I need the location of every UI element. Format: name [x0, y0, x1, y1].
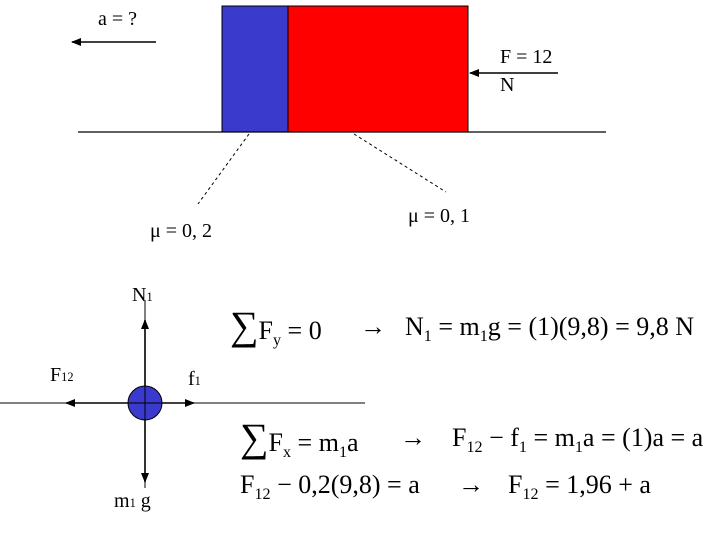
sum-symbol-2: ∑ — [240, 415, 269, 460]
red-block — [287, 5, 469, 133]
weight-force-label: m1 g — [114, 490, 151, 512]
equation-normal-force: N1 = m1g = (1)(9,8) = 9,8 N — [405, 312, 695, 346]
force-label-line1: F = 12 — [500, 46, 553, 68]
equation-arrow-1: → — [360, 312, 386, 341]
blue-friction-leader — [197, 133, 250, 205]
contact-force-label: F12 — [50, 364, 74, 386]
equation-sum-fx: ∑Fx = m1a — [240, 415, 359, 462]
red-mu-label: μ = 0, 1 — [408, 205, 471, 227]
friction-force-label: f1 — [188, 368, 201, 390]
red-friction-leader — [353, 133, 447, 193]
acceleration-label: a = ? — [98, 8, 138, 30]
normal-force-label: N1 — [132, 284, 153, 306]
equation-arrow-2: → — [400, 423, 426, 452]
sum-symbol: ∑ — [230, 303, 259, 348]
force-label-line2: N — [500, 74, 515, 96]
blue-mu-label: μ = 0, 2 — [150, 220, 213, 242]
equation-sum-fy: ∑Fy = 0 — [230, 303, 322, 350]
blue-block — [221, 5, 289, 133]
equation-net-x: F12 − f1 = m1a = (1)a = a — [452, 423, 704, 457]
equation-result: F12 = 1,96 + a — [508, 470, 651, 504]
equation-arrow-3: → — [458, 470, 484, 499]
equation-substituted: F12 − 0,2(9,8) = a — [240, 470, 420, 504]
